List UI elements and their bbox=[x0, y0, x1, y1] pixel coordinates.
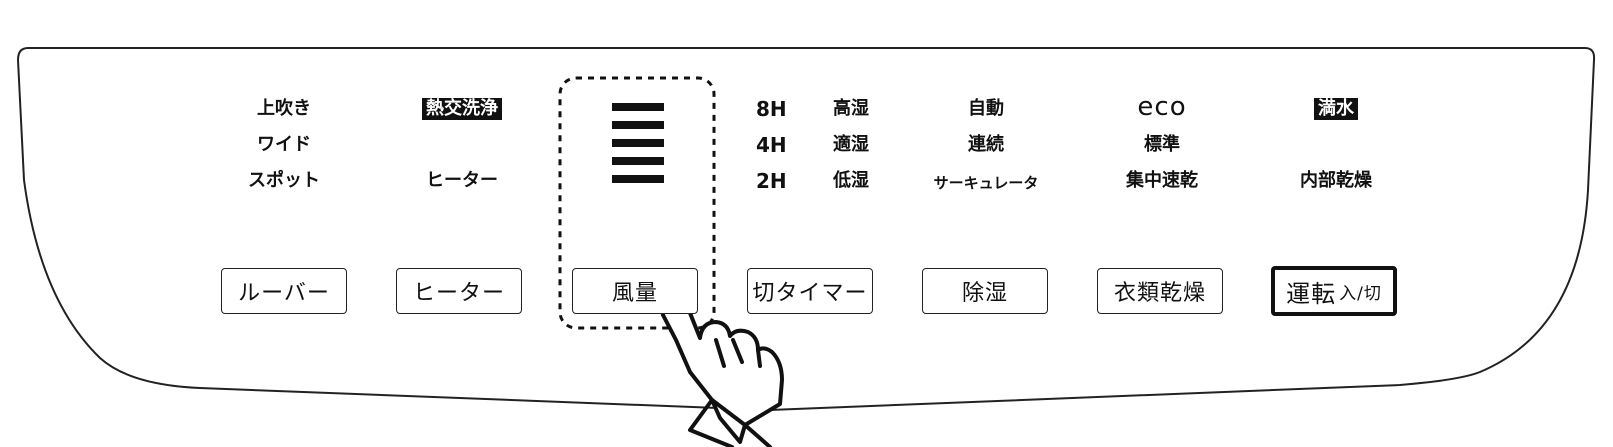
humidity-high: 高湿 bbox=[833, 98, 869, 119]
fan-level-bar bbox=[612, 157, 664, 165]
laundry-dry-button[interactable]: 衣類乾燥 bbox=[1097, 268, 1223, 314]
panel-outline bbox=[16, 47, 1596, 412]
pointing-hand-icon bbox=[660, 294, 784, 447]
louver-mode-spot: スポット bbox=[248, 170, 320, 191]
laundry-standard: 標準 bbox=[1144, 134, 1180, 155]
laundry-quick-dry: 集中速乾 bbox=[1126, 170, 1198, 191]
fan-level-bar bbox=[612, 175, 664, 183]
fan-level-bar bbox=[612, 139, 664, 147]
fan-level-bar bbox=[612, 121, 664, 129]
off-timer-button[interactable]: 切タイマー bbox=[747, 268, 873, 314]
heat-exchanger-clean-indicator: 熱交洗浄 bbox=[422, 98, 502, 120]
timer-4h: 4H bbox=[756, 133, 787, 157]
fan-level-bar bbox=[612, 103, 664, 111]
fan-level-bars bbox=[612, 103, 664, 183]
timer-2h: 2H bbox=[756, 169, 787, 193]
timer-8h: 8H bbox=[756, 97, 787, 121]
louver-mode-up: 上吹き bbox=[257, 98, 311, 119]
internal-dry-mode: 内部乾燥 bbox=[1300, 170, 1372, 191]
louver-button[interactable]: ルーバー bbox=[221, 268, 347, 314]
humidity-optimal: 適湿 bbox=[833, 134, 869, 155]
heater-mode: ヒーター bbox=[426, 170, 498, 191]
dehumidify-circulator: サーキュレータ bbox=[933, 174, 1039, 192]
dehumidify-button[interactable]: 除湿 bbox=[922, 268, 1048, 314]
tank-full-indicator: 満水 bbox=[1314, 98, 1358, 120]
humidity-low: 低湿 bbox=[833, 170, 869, 191]
eco-mode: eco bbox=[1137, 92, 1187, 122]
fan-speed-button[interactable]: 風量 bbox=[572, 268, 698, 314]
fan-highlight-dashed-box bbox=[558, 76, 716, 330]
power-button-sub-label: 入/切 bbox=[1339, 283, 1382, 304]
power-button[interactable]: 運転入/切 bbox=[1271, 266, 1397, 316]
power-button-label: 運転 bbox=[1286, 279, 1337, 308]
dehumidify-auto: 自動 bbox=[968, 98, 1004, 119]
dehumidify-continuous: 連続 bbox=[968, 134, 1004, 155]
heater-button[interactable]: ヒーター bbox=[396, 268, 522, 314]
louver-mode-wide: ワイド bbox=[257, 134, 311, 155]
